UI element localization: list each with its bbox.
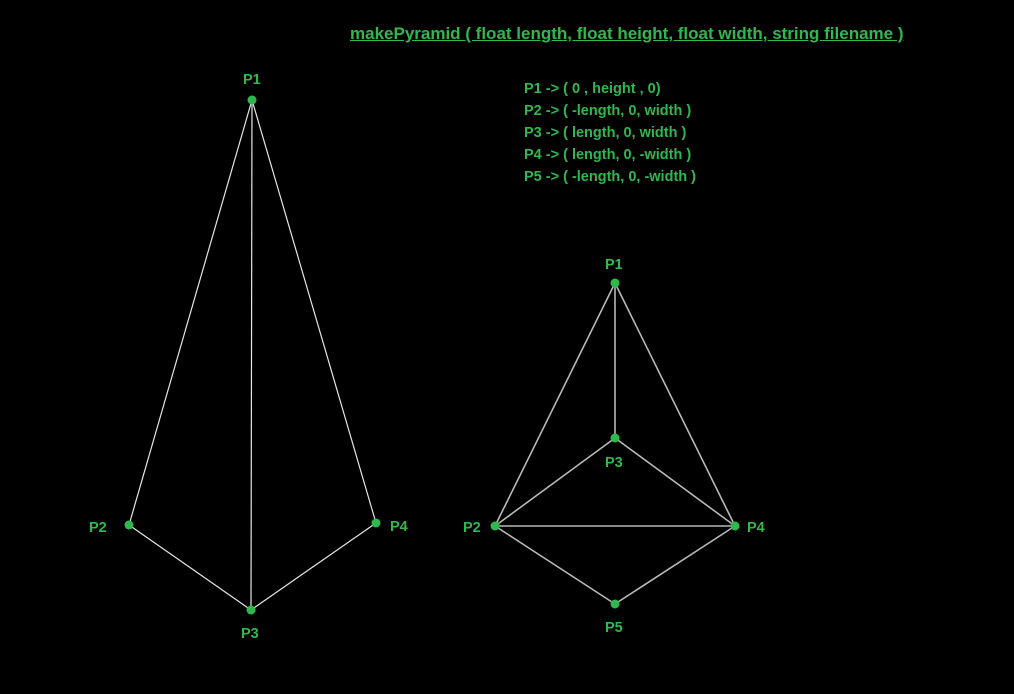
- coordinate-p1: P1 -> ( 0 , height , 0): [524, 81, 661, 97]
- right-label-p5: P5: [605, 620, 623, 636]
- right-edge-p4-p5: [614, 525, 736, 605]
- left-edge-p1-p2: [128, 99, 253, 526]
- left-label-p1: P1: [243, 72, 261, 88]
- right-label-p3: P3: [605, 455, 623, 471]
- coordinate-p3: P3 -> ( length, 0, width ): [524, 125, 687, 141]
- coordinate-p4: P4 -> ( length, 0, -width ): [524, 147, 692, 163]
- left-edge-p1-p4: [251, 99, 377, 524]
- right-pyramid-vertices: [490, 278, 740, 609]
- right-pyramid-labels: P1 P2 P3 P4 P5: [463, 257, 765, 636]
- right-edge-p2-p5: [494, 525, 616, 605]
- left-edge-p1-p3: [250, 99, 253, 611]
- right-edge-p3-p4: [614, 437, 736, 527]
- left-pyramid-labels: P1 P2 P3 P4: [89, 72, 408, 642]
- right-edge-p2-p3: [494, 437, 616, 527]
- left-vertex-p4: [371, 518, 381, 528]
- right-vertex-p4: [730, 521, 740, 531]
- left-label-p2: P2: [89, 520, 107, 536]
- right-edge-p1-p2: [494, 282, 616, 527]
- coordinate-p5: P5 -> ( -length, 0, -width ): [524, 169, 696, 185]
- left-label-p3: P3: [241, 626, 259, 642]
- left-pyramid-vertices: [124, 95, 381, 615]
- left-label-p4: P4: [390, 519, 408, 535]
- left-vertex-p3: [246, 605, 256, 615]
- left-edge-p2-p3: [128, 524, 252, 611]
- right-label-p1: P1: [605, 257, 623, 273]
- right-edge-p1-p4: [614, 282, 736, 527]
- right-label-p4: P4: [747, 520, 765, 536]
- right-vertex-p2: [490, 521, 500, 531]
- right-vertex-p3: [610, 433, 620, 443]
- right-vertex-p1: [610, 278, 620, 288]
- function-signature-title: makePyramid ( float length, float height…: [350, 24, 904, 43]
- coordinate-p2: P2 -> ( -length, 0, width ): [524, 103, 692, 119]
- left-vertex-p1: [247, 95, 257, 105]
- right-vertex-p5: [610, 599, 620, 609]
- left-pyramid-edges: [128, 99, 377, 611]
- left-edge-p3-p4: [250, 522, 377, 611]
- point-coordinates-list: P1 -> ( 0 , height , 0) P2 -> ( -length,…: [524, 78, 696, 188]
- right-pyramid-edges: [494, 282, 736, 605]
- right-label-p2: P2: [463, 520, 481, 536]
- left-vertex-p2: [124, 520, 134, 530]
